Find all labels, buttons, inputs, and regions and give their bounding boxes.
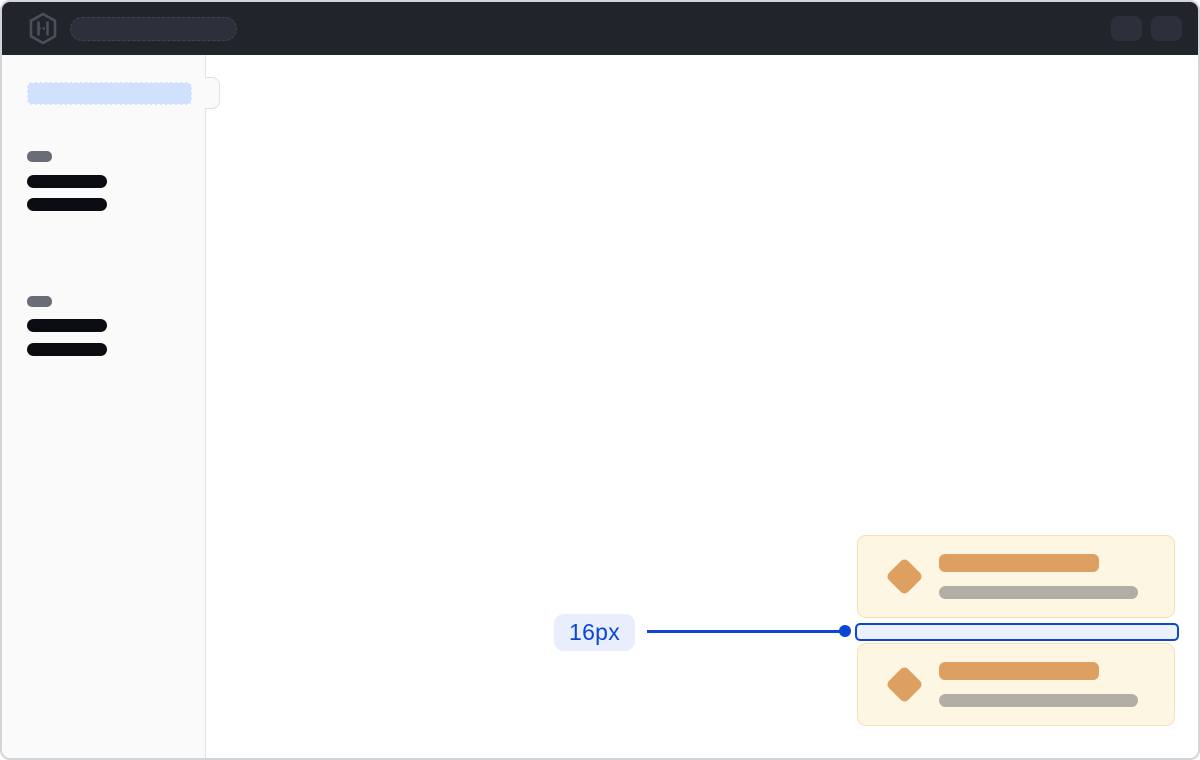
spacing-highlight: [855, 623, 1179, 641]
list-item-card[interactable]: [857, 535, 1175, 618]
main-content: 16px: [206, 55, 1198, 758]
topbar-action-skeleton-1[interactable]: [1111, 16, 1142, 41]
sidebar-item-skeleton[interactable]: [27, 319, 107, 332]
diamond-icon: [885, 665, 924, 704]
list-item-card[interactable]: [857, 643, 1175, 726]
topbar: [2, 2, 1198, 55]
item-title-skeleton: [939, 554, 1099, 572]
sidebar-toggle-handle[interactable]: [205, 77, 220, 109]
search-input-skeleton[interactable]: [70, 16, 237, 41]
item-subtitle-skeleton: [939, 694, 1138, 707]
sidebar-active-item-skeleton[interactable]: [27, 82, 192, 105]
topbar-action-skeleton-2[interactable]: [1151, 16, 1182, 41]
sidebar-section-label-skeleton: [27, 151, 52, 162]
card-text-column: [939, 662, 1138, 707]
sidebar-item-skeleton[interactable]: [27, 175, 107, 188]
spacing-label: 16px: [554, 614, 636, 651]
sidebar-item-skeleton[interactable]: [27, 343, 107, 356]
card-text-column: [939, 554, 1138, 599]
sidebar: [2, 55, 220, 758]
item-title-skeleton: [939, 662, 1099, 680]
sidebar-item-skeleton[interactable]: [27, 198, 107, 211]
diamond-icon: [885, 557, 924, 596]
item-subtitle-skeleton: [939, 586, 1138, 599]
annotation-connector-dot: [839, 625, 851, 637]
sidebar-section-label-skeleton: [27, 296, 52, 307]
hashicorp-logo-icon: [29, 12, 57, 45]
annotation-connector-line: [647, 630, 845, 633]
